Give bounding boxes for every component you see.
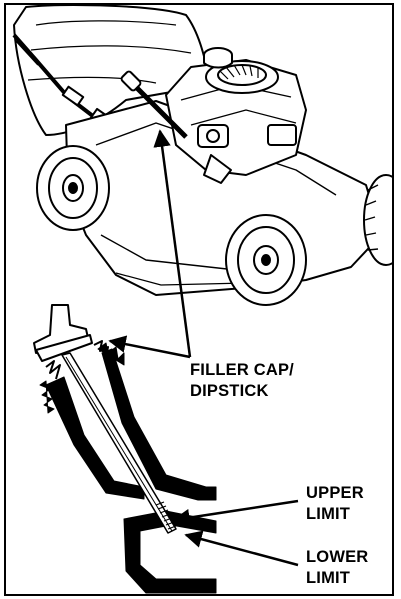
upper-limit-label-line2: LIMIT (306, 505, 351, 523)
arrow-lower-limit (184, 530, 299, 567)
arrow-upper-limit (172, 499, 299, 527)
lawn-mower-icon (12, 5, 392, 306)
upper-limit-label: UPPER LIMIT (306, 483, 364, 525)
leader-arrows (108, 129, 299, 567)
arrow-to-dipstick-cap (108, 335, 191, 359)
lower-limit-label-line2: LIMIT (306, 569, 351, 587)
arrow-to-mower-dipstick (153, 129, 192, 358)
filler-cap-dipstick-label: FILLER CAP/ DIPSTICK (190, 360, 294, 402)
diagram-artwork (12, 5, 392, 594)
dipstick-cross-section-icon (33, 304, 217, 594)
lower-limit-label: LOWER LIMIT (306, 547, 368, 589)
filler-cap-label-line1: FILLER CAP/ (190, 361, 294, 379)
upper-limit-label-line1: UPPER (306, 484, 364, 502)
diagram-frame: FILLER CAP/ DIPSTICK UPPER LIMIT LOWER L… (4, 3, 394, 596)
filler-cap-label-line2: DIPSTICK (190, 382, 269, 400)
lower-limit-label-line1: LOWER (306, 548, 369, 566)
